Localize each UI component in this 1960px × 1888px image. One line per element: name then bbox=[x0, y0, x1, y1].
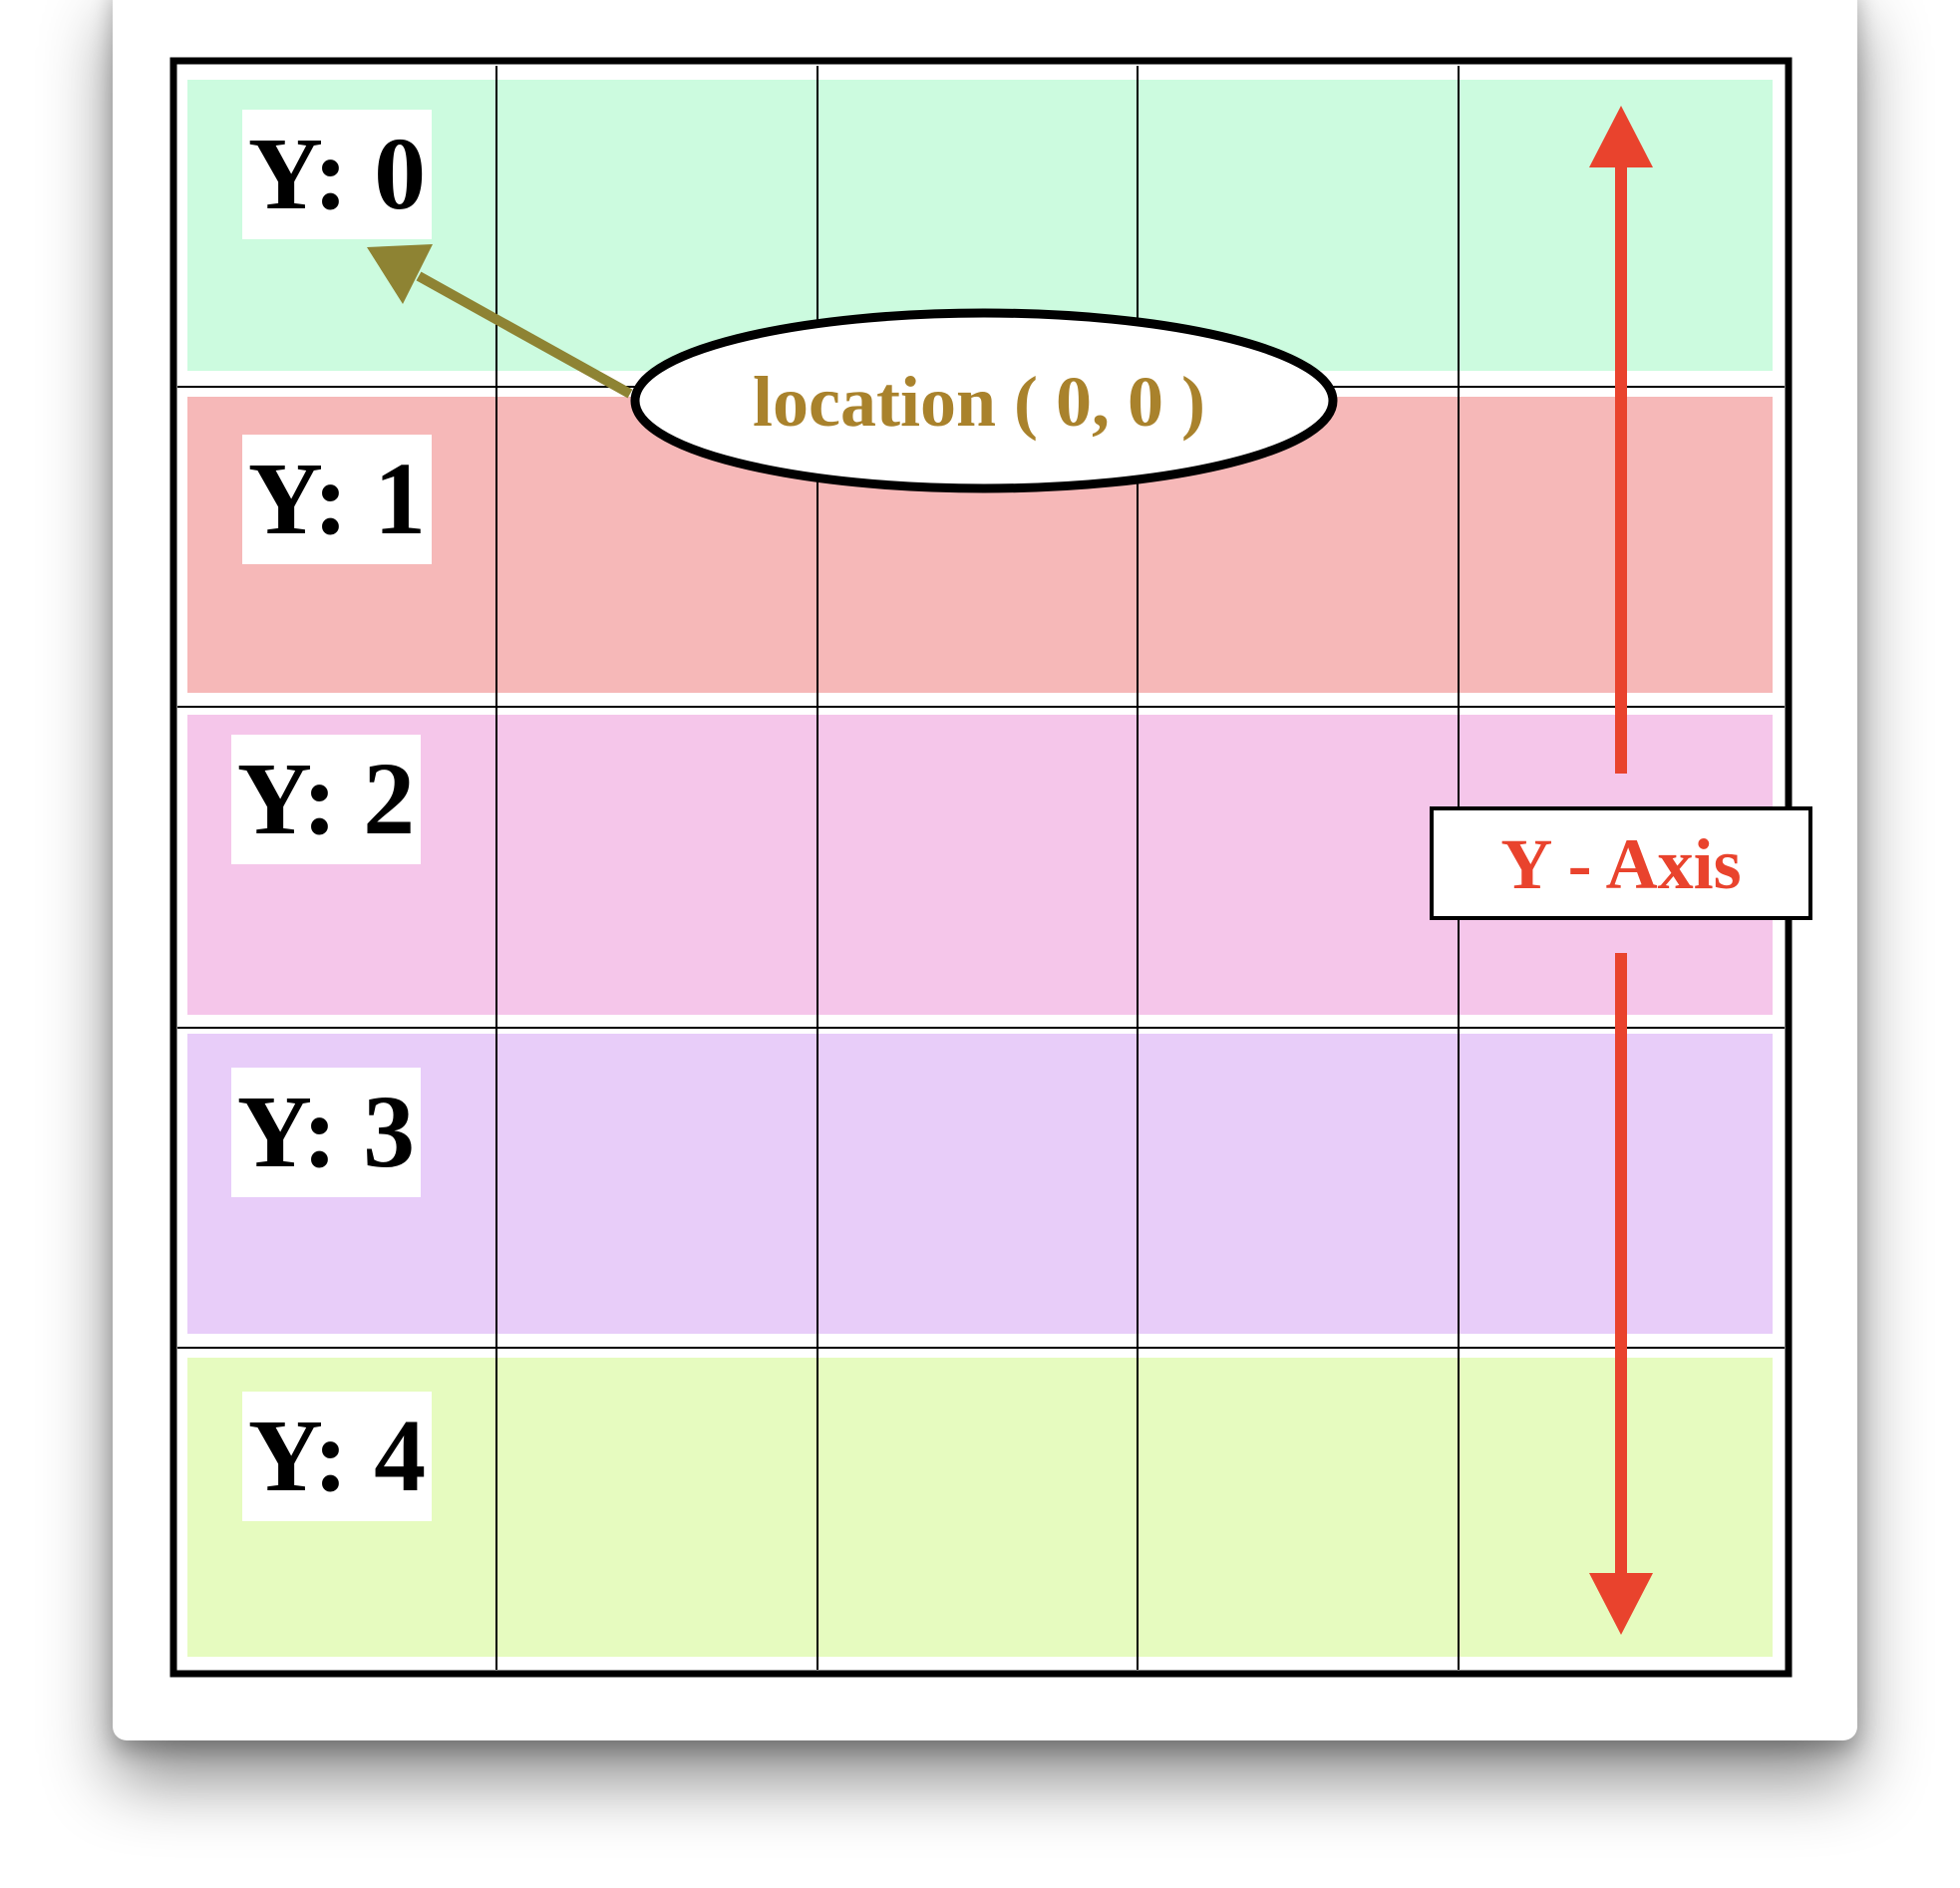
y-axis-label-box: Y - Axis bbox=[1430, 806, 1812, 920]
row-label-1-text: Y: 1 bbox=[248, 442, 426, 556]
location-callout: location ( 0, 0 ) bbox=[630, 308, 1338, 493]
row-label-2-text: Y: 2 bbox=[237, 742, 415, 856]
row-band-4 bbox=[187, 1358, 1773, 1657]
location-callout-text: location ( 0, 0 ) bbox=[753, 362, 1205, 442]
row-label-2: Y: 2 bbox=[231, 735, 421, 864]
row-bands bbox=[187, 80, 1773, 1657]
row-label-4: Y: 4 bbox=[242, 1392, 432, 1521]
row-label-3: Y: 3 bbox=[231, 1068, 421, 1197]
row-label-0: Y: 0 bbox=[242, 110, 432, 239]
y-axis-arrow bbox=[1589, 106, 1653, 1635]
row-labels: Y: 0 Y: 1 Y: 2 Y: 3 Y: 4 bbox=[231, 110, 432, 1521]
row-label-1: Y: 1 bbox=[242, 435, 432, 564]
row-label-4-text: Y: 4 bbox=[248, 1399, 426, 1513]
callout-arrow bbox=[367, 244, 633, 399]
row-label-0-text: Y: 0 bbox=[248, 117, 426, 231]
row-band-3 bbox=[187, 1034, 1773, 1334]
y-axis-label-text: Y - Axis bbox=[1500, 824, 1741, 904]
row-label-3-text: Y: 3 bbox=[237, 1075, 415, 1189]
